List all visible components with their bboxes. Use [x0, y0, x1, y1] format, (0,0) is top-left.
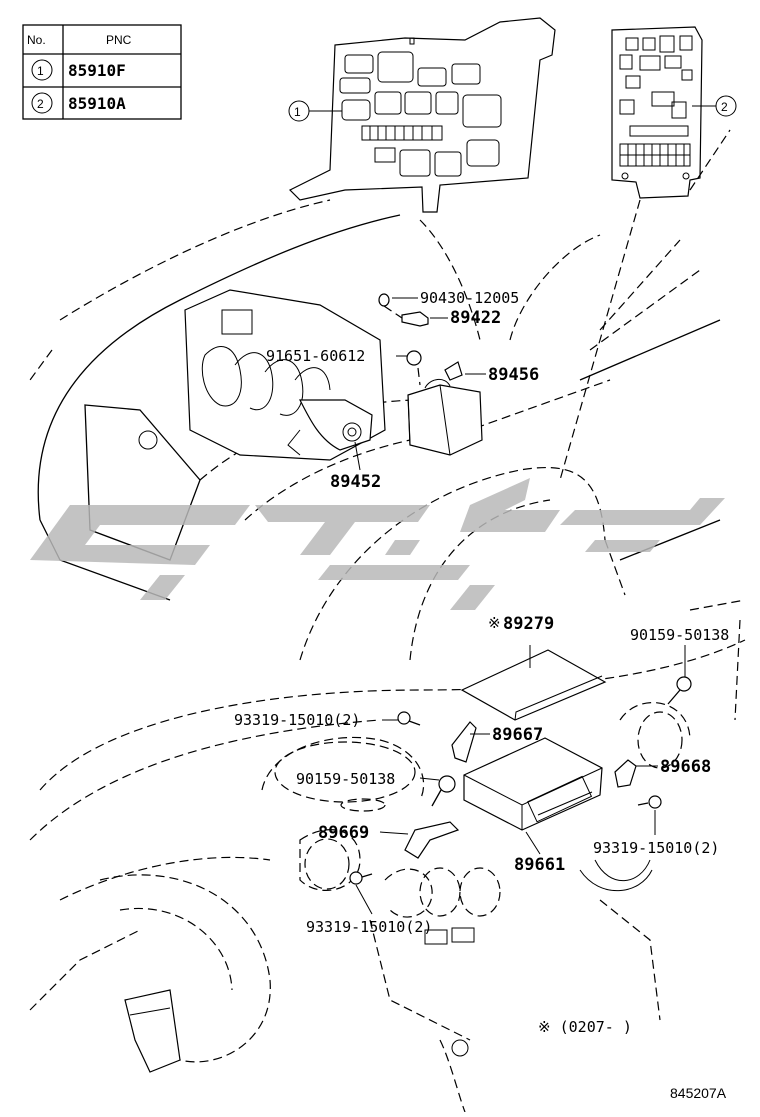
ecu-module — [463, 737, 603, 831]
ecu-cover — [460, 645, 607, 721]
label-89668: 89668 — [660, 757, 711, 777]
table-row-1-no: 1 — [37, 64, 44, 78]
note-date-range: ※ (0207- ) — [538, 1018, 632, 1036]
dashboard — [29, 599, 746, 1113]
label-90159-50138-a: 90159-50138 — [630, 626, 729, 644]
leaders-upper — [354, 297, 486, 471]
figure-id: 845207A — [670, 1085, 727, 1101]
label-89661: 89661 — [514, 855, 565, 875]
label-91651-60612: 91651-60612 — [266, 347, 365, 365]
relay-block-1 — [288, 17, 556, 213]
bolt-93319-b — [637, 795, 662, 809]
svg-text:1: 1 — [294, 105, 301, 119]
bolt-93319-a — [397, 711, 421, 726]
bracket-89668 — [614, 759, 637, 788]
table-header-pnc: PNC — [106, 33, 132, 47]
callout-1: 1 — [288, 100, 342, 122]
table-row-2-no: 2 — [37, 97, 44, 111]
callout-2: 2 — [692, 95, 737, 117]
engine — [184, 289, 386, 461]
engine-small-parts — [378, 293, 429, 386]
bolt-93319-c — [349, 871, 373, 885]
table-header-no: No. — [27, 33, 46, 47]
label-90159-50138-b: 90159-50138 — [296, 770, 395, 788]
watermark-logo — [30, 478, 725, 610]
bracket-89669 — [404, 821, 460, 859]
washer-reservoir — [407, 361, 483, 456]
label-89422: 89422 — [450, 308, 501, 328]
pnc-table: No. PNC 1 85910F 2 85910A — [22, 24, 182, 120]
svg-text:2: 2 — [721, 100, 728, 114]
bolt-90159-b — [431, 775, 456, 807]
label-89452: 89452 — [330, 472, 381, 492]
label-90430-12005: 90430-12005 — [420, 289, 519, 307]
label-93319-15010-a: 93319-15010(2) — [234, 711, 360, 729]
label-89456: 89456 — [488, 365, 539, 385]
bracket-89667 — [451, 721, 477, 763]
label-89669: 89669 — [318, 823, 369, 843]
bolt-90159-a — [667, 676, 692, 705]
label-89667: 89667 — [492, 725, 543, 745]
label-93319-15010-c: 93319-15010(2) — [593, 839, 719, 857]
leaders-lower — [355, 645, 686, 915]
label-93319-15010-b: 93319-15010(2) — [306, 918, 432, 936]
table-row-2-pnc: 85910A — [68, 94, 126, 113]
relay-block-2 — [611, 26, 703, 199]
table-row-1-pnc: 85910F — [68, 61, 126, 80]
label-89279: 89279 — [503, 614, 554, 634]
label-89279-mark: ※ — [488, 614, 501, 632]
